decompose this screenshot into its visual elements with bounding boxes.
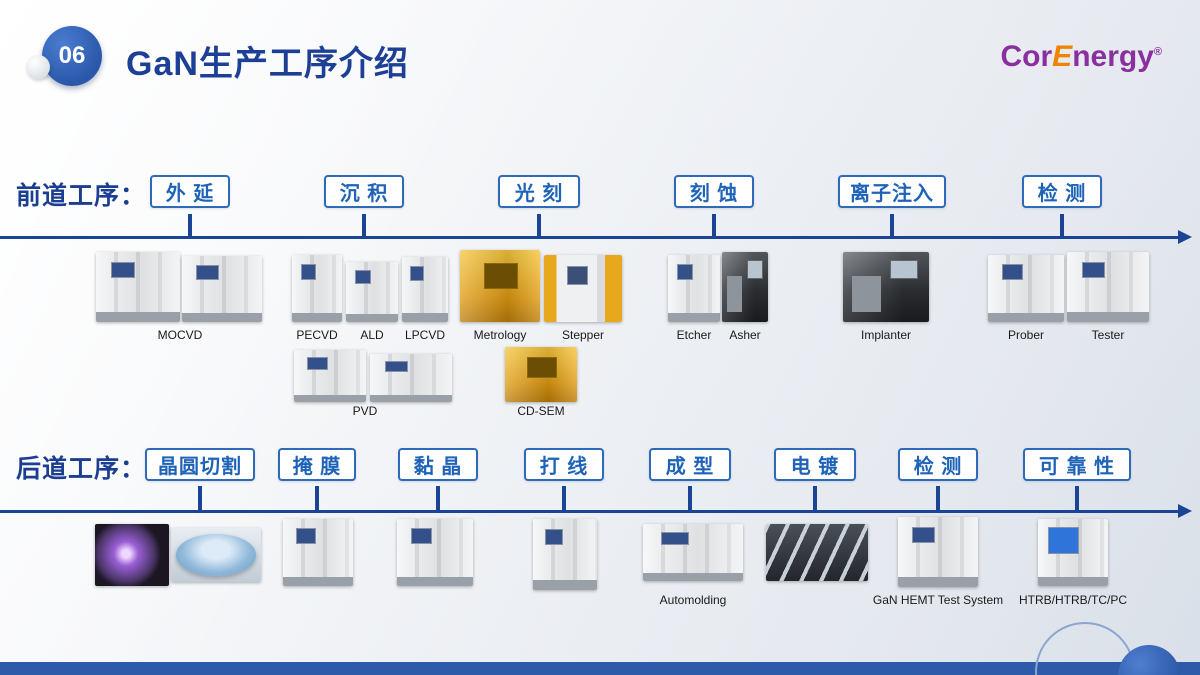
photo-pvd-2 [370,354,452,402]
step-inspection-fe: 检 测 [1022,175,1102,208]
step-wafer-dicing: 晶圆切割 [145,448,255,481]
step-reliability: 可 靠 性 [1023,448,1131,481]
photo-metrology [460,250,540,322]
step-deposition: 沉 积 [324,175,404,208]
front-tick-4 [712,214,716,238]
front-tick-2 [362,214,366,238]
label-stepper: Stepper [561,328,605,342]
front-tick-5 [890,214,894,238]
footer-bar [0,662,1200,675]
label-prober: Prober [1007,328,1045,342]
label-htrb: HTRB/HTRB/TC/PC [1019,593,1127,607]
logo-part-nergy: nergy [1072,40,1154,73]
photo-cd-sem [505,347,577,402]
page-title: GaN生产工序介绍 [126,45,409,83]
photo-mocvd-1 [96,252,180,322]
back-tick-8 [1075,486,1079,510]
front-end-section-label: 前道工序： [16,182,147,210]
label-lpcvd: LPCVD [404,328,445,342]
label-etcher: Etcher [676,328,712,342]
back-tick-4 [562,486,566,510]
back-tick-1 [198,486,202,510]
back-tick-5 [688,486,692,510]
step-masking: 掩 膜 [278,448,356,481]
photo-wafer [171,528,261,582]
photo-wire-bonder [533,519,597,590]
label-gan-hemt-test-system: GaN HEMT Test System [872,593,1004,607]
label-tester: Tester [1091,328,1125,342]
photo-prober [988,255,1064,322]
step-ion-implant: 离子注入 [838,175,946,208]
back-tick-7 [936,486,940,510]
slide-number-badge: 06 [42,26,102,86]
photo-die-bonder [397,519,473,586]
photo-htrb-chamber [1038,519,1108,586]
label-mocvd: MOCVD [157,328,203,342]
step-plating: 电 镀 [774,448,856,481]
label-automolding: Automolding [659,593,727,607]
photo-tester [1067,252,1149,322]
photo-masking-machine [283,519,353,586]
label-pecvd: PECVD [296,328,338,342]
back-tick-6 [813,486,817,510]
decorative-circle-small [26,55,50,79]
photo-gan-hemt-test-system [898,517,978,587]
logo-part-e: E [1052,40,1073,73]
back-end-section-label: 后道工序： [16,455,147,483]
label-ald: ALD [360,328,384,342]
step-etching: 刻 蚀 [674,175,754,208]
label-implanter: Implanter [860,328,912,342]
photo-laser-dicing [95,524,169,586]
label-pvd: PVD [352,404,378,418]
label-cd-sem: CD-SEM [517,404,565,418]
step-die-bonding: 黏 晶 [398,448,478,481]
step-inspection-be: 检 测 [898,448,978,481]
back-end-timeline-arrow [0,504,1192,518]
photo-stepper [544,255,622,322]
back-tick-3 [436,486,440,510]
photo-etcher [668,255,720,322]
photo-mocvd-2 [182,256,262,322]
front-tick-6 [1060,214,1064,238]
photo-pecvd [292,255,342,322]
front-tick-3 [537,214,541,238]
back-tick-2 [315,486,319,510]
label-asher: Asher [729,328,761,342]
photo-asher [722,252,768,322]
photo-automolding [643,524,743,581]
photo-pvd-1 [294,350,366,402]
front-end-timeline-arrow [0,230,1192,244]
step-epitaxy: 外 延 [150,175,230,208]
photo-ald [346,262,398,322]
corenergy-logo: CorEnergy® [1001,40,1163,74]
photo-implanter [843,252,929,322]
registered-mark: ® [1153,46,1162,58]
front-tick-1 [188,214,192,238]
photo-lpcvd [402,257,448,322]
step-lithography: 光 刻 [498,175,580,208]
photo-electroplating [766,524,868,581]
label-metrology: Metrology [473,328,527,342]
step-molding: 成 型 [649,448,731,481]
step-wire-bonding: 打 线 [524,448,604,481]
logo-part-cor: Cor [1000,40,1053,73]
